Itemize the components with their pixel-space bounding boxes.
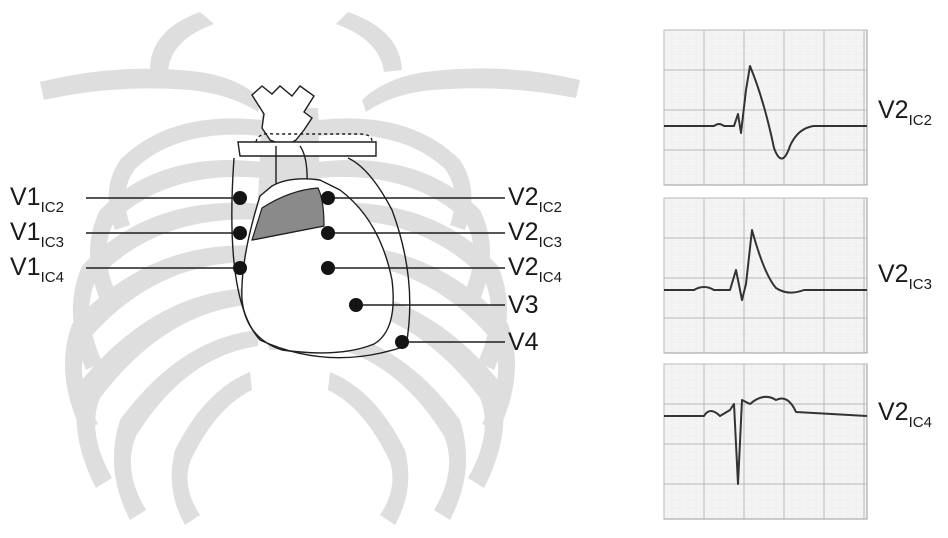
- strip-label-ic4: V2IC4: [878, 398, 932, 431]
- ecg-strip-ic3: [664, 198, 867, 353]
- electrode-v2-ic4: [321, 261, 335, 275]
- label-v3: V3: [508, 291, 539, 319]
- electrode-v1-ic4: [233, 261, 247, 275]
- electrode-v1-ic2: [233, 191, 247, 205]
- left-lead-labels: V1IC2 V1IC3 V1IC4: [10, 183, 64, 286]
- label-v2-ic2: V2IC2: [508, 183, 562, 216]
- label-v1-ic4: V1IC4: [10, 253, 64, 286]
- label-v2-ic4: V2IC4: [508, 253, 562, 286]
- label-v1-ic2: V1IC2: [10, 183, 64, 216]
- label-v1-ic3: V1IC3: [10, 218, 64, 251]
- strip-label-ic2: V2IC2: [878, 96, 932, 129]
- label-v4: V4: [508, 328, 539, 356]
- strip-label-ic3: V2IC3: [878, 260, 932, 293]
- ecg-strip-ic4: [664, 364, 867, 519]
- ecg-strip-ic2: [664, 30, 867, 185]
- electrode-v2-ic3: [321, 226, 335, 240]
- electrode-v2-ic2: [321, 191, 335, 205]
- electrode-v4: [395, 335, 409, 349]
- right-lead-labels: V2IC2 V2IC3 V2IC4 V3 V4: [508, 183, 562, 356]
- label-v2-ic3: V2IC3: [508, 218, 562, 251]
- electrode-v1-ic3: [233, 226, 247, 240]
- electrode-v3: [349, 298, 363, 312]
